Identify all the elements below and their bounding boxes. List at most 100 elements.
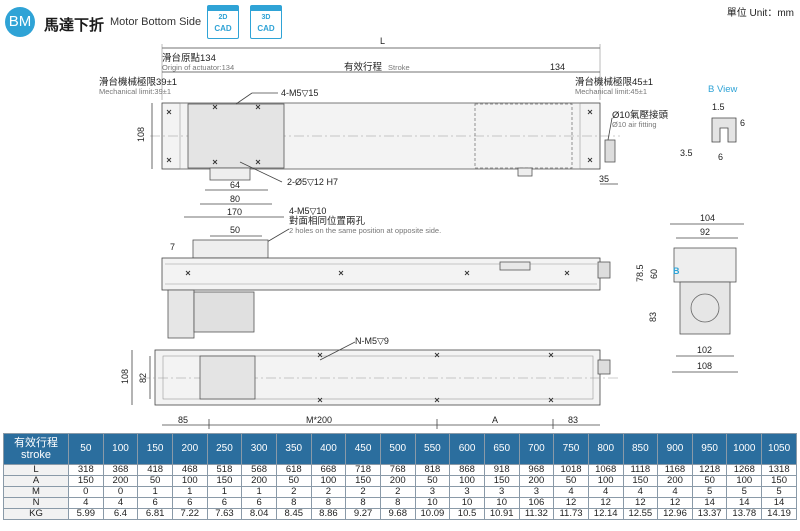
table-cell: 14 [726,497,763,509]
stroke-header: 400 [310,433,347,465]
table-cell: 818 [414,464,451,476]
origin-cn: 滑台原點134 [162,52,216,64]
table-cell: 1 [206,486,243,498]
table-cell: 968 [518,464,555,476]
table-cell: 200 [379,475,416,487]
table-cell: 5 [726,486,763,498]
table-cell: 14 [691,497,728,509]
table-cell: 2 [345,486,381,498]
table-cell: 8 [345,497,381,509]
table-cell: 8 [310,497,347,509]
page-title: 馬達下折 [44,17,105,34]
mech-limit-right-cn: 滑台機械極限45±1 [575,76,653,88]
stroke-header: 750 [553,433,589,465]
table-cell: 100 [449,475,485,487]
leader-air [607,117,613,141]
side-note-en: 2 holes on the same position at opposite… [289,226,441,235]
stroke-header: 200 [171,433,208,465]
table-cell: 150 [483,475,520,487]
table-cell: 14.19 [761,508,797,520]
table-cell: 1068 [587,464,624,476]
actuator-body-side [161,257,601,291]
air-fitting-side [597,261,611,279]
table-cell: 12.96 [657,508,693,520]
motor-flange [167,289,195,339]
stroke-header: 50 [68,433,104,465]
cad-3d-button[interactable]: 3D CAD [250,5,282,39]
table-cell: 12.14 [587,508,624,520]
table-cell: 2 [275,486,312,498]
table-cell: 7.63 [206,508,243,520]
b-view-label: B View [708,84,738,95]
table-cell: 7.22 [171,508,208,520]
air-fitting-en: Ø10 air fitting [612,120,657,129]
bottom-inner [162,355,594,400]
table-cell: 12 [553,497,589,509]
table-cell: 1 [137,486,173,498]
cad-2d-label: CAD [214,24,232,33]
dim-7: 7 [170,242,175,252]
screw-marks-bottom [317,352,554,403]
b-d35: 3.5 [680,148,693,158]
table-cell: 3 [518,486,555,498]
leader-4m5 [235,92,253,105]
air-fitting-top [604,139,616,163]
table-cell: 200 [241,475,277,487]
row-label: A [3,475,69,487]
table-cell: 568 [241,464,277,476]
screw-4m5-15: 4-M5▽15 [281,88,318,98]
cad-3d-dim-label: 3D [261,14,271,21]
table-cell: 50 [691,475,728,487]
table-cell: 13.78 [726,508,763,520]
mech-limit-right-en: Mechanical limit:45±1 [575,87,647,96]
leader-pin [239,161,283,183]
table-cell: 1218 [691,464,728,476]
stroke-header: 350 [275,433,312,465]
air-fitting-bottom [597,359,611,375]
table-cell: 1168 [657,464,693,476]
side-carriage [192,239,269,259]
table-cell: 10.5 [449,508,485,520]
cad-2d-button[interactable]: 2D CAD [207,5,239,39]
table-cell: 10 [414,497,451,509]
origin-en: Origin of actuator:134 [162,63,234,72]
mech-limit-left-cn: 滑台機械極限39±1 [99,76,177,88]
motor-bottom [199,355,256,400]
table-cell: 8.04 [241,508,277,520]
table-cell: 14 [761,497,797,509]
table-cell: 8 [379,497,416,509]
table-cell: 668 [310,464,347,476]
table-cell: 1018 [553,464,589,476]
stroke-header: 500 [379,433,416,465]
air-fitting-cn: Ø10氣壓接頭 [612,109,668,121]
table-cell: 2 [310,486,347,498]
side-note-cn: 對面相同位置兩孔 [289,215,366,227]
table-cell: 3 [449,486,485,498]
row-label: M [3,486,69,498]
stroke-header: 100 [102,433,139,465]
table-cell: 468 [171,464,208,476]
dim-50: 50 [230,225,240,235]
table-cell: 718 [345,464,381,476]
table-cell: 200 [518,475,555,487]
row-label: N [3,497,69,509]
table-cell: 1 [171,486,208,498]
top-view: L 滑台原點134 Origin of actuator:134 有效行程 St… [99,36,668,218]
table-cell: 868 [449,464,485,476]
table-cell: 10 [449,497,485,509]
table-cell: 6.4 [102,508,139,520]
leader-nm5 [319,341,356,361]
table-cell: 8 [275,497,312,509]
table-cell: 1118 [622,464,659,476]
table-cell: 8.86 [310,508,347,520]
dim-60: 60 [649,269,659,279]
table-cell: 12 [657,497,693,509]
motor-stub [209,167,251,181]
stroke-header: 1050 [761,433,797,465]
table-cell: 150 [622,475,659,487]
